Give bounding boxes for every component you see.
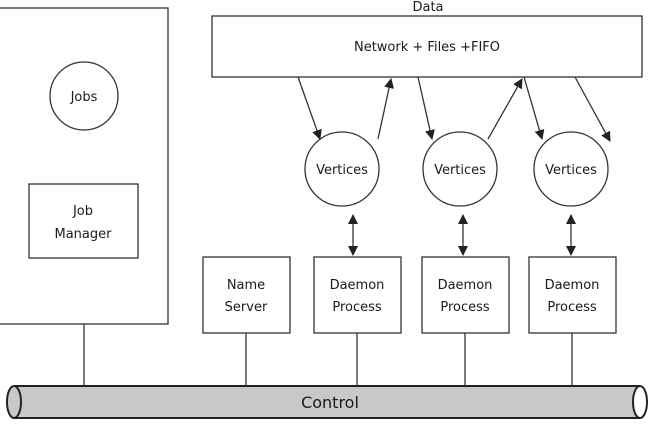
job-manager-panel: Jobs Job Manager <box>0 7 169 325</box>
daemon-label-line2-1: Process <box>332 300 382 315</box>
arrow-vertices-1-to-data <box>377 78 394 140</box>
data-store-box: Network + Files +FIFO <box>211 15 643 78</box>
data-store-label: Network + Files +FIFO <box>354 40 500 55</box>
data-title: Data <box>412 0 443 15</box>
daemon-label-line1-3: Daemon <box>545 278 600 293</box>
arrow-data-to-vertices-3 <box>523 76 545 140</box>
daemon-process-box-3: Daemon Process <box>528 256 617 334</box>
daemon-label-line1-2: Daemon <box>438 278 493 293</box>
arrow-data-to-vertices-1 <box>297 76 322 140</box>
name-server-box: Name Server <box>202 256 291 334</box>
daemon-process-box-1: Daemon Process <box>313 256 402 334</box>
vertices-label-3: Vertices <box>545 163 597 178</box>
arrow-data-to-vertices-3b <box>574 76 611 142</box>
vertices-node-1: Vertices <box>304 131 380 207</box>
daemon-label-line2-2: Process <box>440 300 490 315</box>
control-bus: Control <box>6 385 648 419</box>
vertices-node-3: Vertices <box>533 131 609 207</box>
arrow-data-to-vertices-2 <box>417 76 435 140</box>
daemon-process-box-2: Daemon Process <box>421 256 510 334</box>
daemon-label-line1-1: Daemon <box>330 278 385 293</box>
jobs-label: Jobs <box>70 90 98 105</box>
vertices-node-2: Vertices <box>422 131 498 207</box>
vertices-label-2: Vertices <box>434 163 486 178</box>
name-server-label-line2: Server <box>225 300 268 315</box>
daemon-label-line2-3: Process <box>547 300 597 315</box>
job-manager-label-line2: Manager <box>55 227 113 242</box>
name-server-label-line1: Name <box>227 278 265 293</box>
job-manager-box: Job Manager <box>28 183 139 259</box>
job-manager-label-line1: Job <box>72 204 93 219</box>
vertices-label-1: Vertices <box>316 163 368 178</box>
arrow-vertices-2-to-data <box>487 78 523 140</box>
jobs-node: Jobs <box>49 61 119 131</box>
control-bus-label: Control <box>301 393 359 412</box>
